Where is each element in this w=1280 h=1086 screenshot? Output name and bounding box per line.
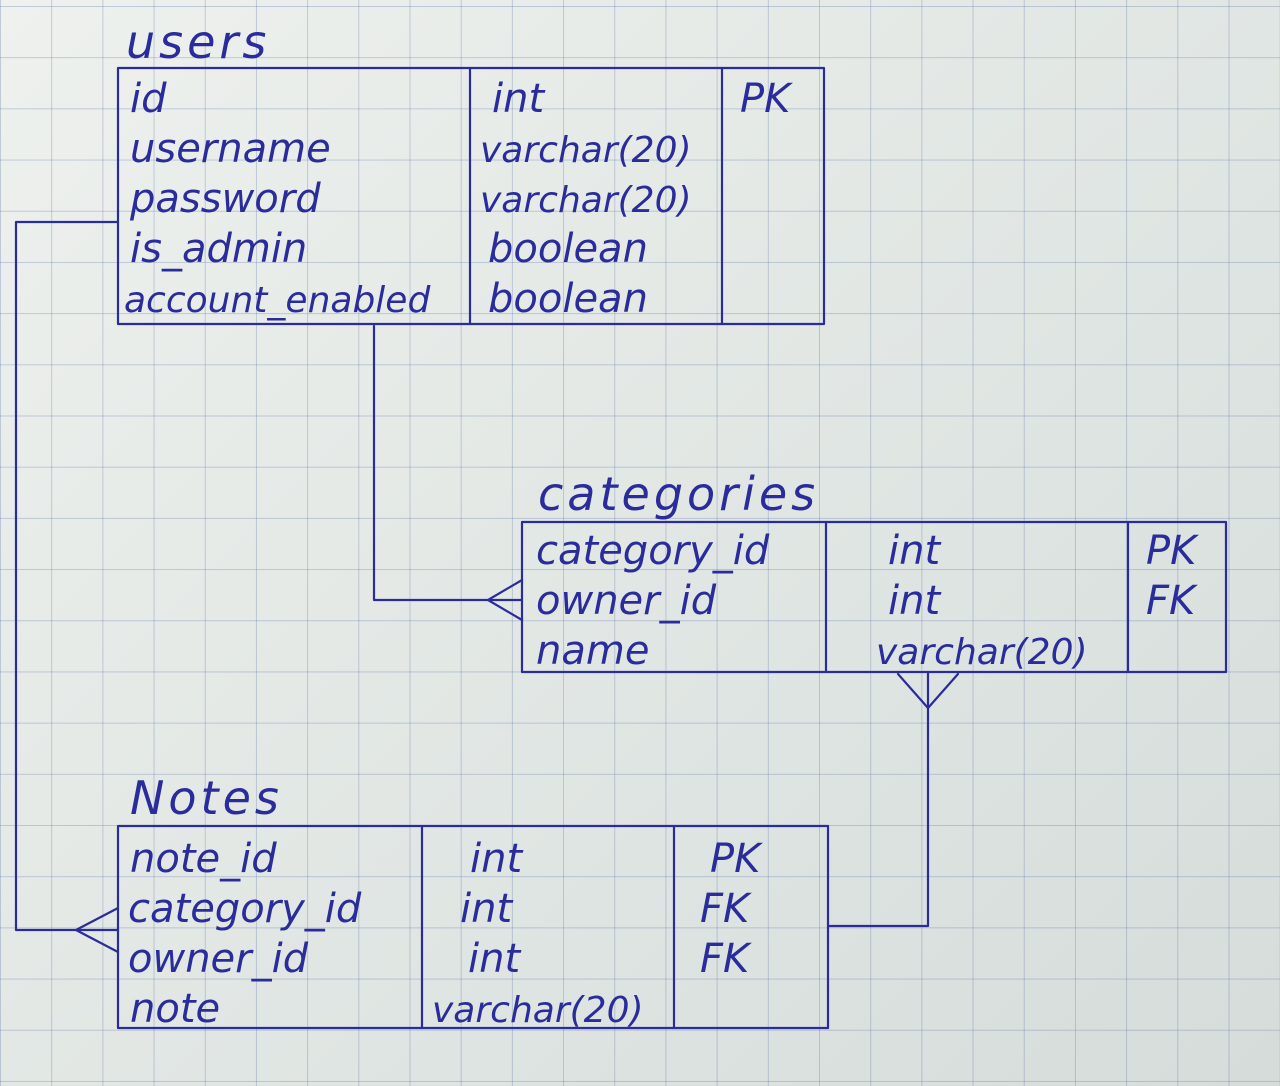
column-name: owner_id xyxy=(128,936,309,982)
column-type: int xyxy=(468,936,521,982)
crows-foot-many xyxy=(486,578,524,622)
column-key: PK xyxy=(710,836,763,882)
column-name: is_admin xyxy=(130,226,307,272)
column-name: owner_id xyxy=(536,578,717,624)
column-type: int xyxy=(470,836,523,882)
column-name: note_id xyxy=(130,836,277,882)
table-notes: Notes note_id category_id owner_id note … xyxy=(116,771,830,1032)
column-type: boolean xyxy=(488,276,648,322)
table-title-notes: Notes xyxy=(130,771,283,825)
column-key: FK xyxy=(1146,578,1198,624)
column-key: FK xyxy=(700,886,752,932)
table-title-users: users xyxy=(126,15,270,69)
column-name: name xyxy=(536,628,649,674)
table-users: users id username password is_admin acco… xyxy=(116,15,826,326)
column-name: category_id xyxy=(128,886,362,932)
column-name: id xyxy=(130,76,167,122)
column-type: int xyxy=(888,578,941,624)
crows-foot-many xyxy=(896,672,960,710)
relationship-users-categories xyxy=(372,324,524,622)
table-title-categories: categories xyxy=(538,467,819,521)
column-type: int xyxy=(888,528,941,574)
column-type: varchar(20) xyxy=(480,130,692,171)
connector-line xyxy=(372,324,524,602)
column-type: int xyxy=(492,76,545,122)
column-name: username xyxy=(130,126,331,172)
column-name: password xyxy=(129,176,321,222)
column-type: varchar(20) xyxy=(432,990,644,1031)
table-categories: categories category_id owner_id name int… xyxy=(520,467,1228,674)
column-key: FK xyxy=(700,936,752,982)
column-name: account_enabled xyxy=(124,280,431,321)
column-key: PK xyxy=(1146,528,1199,574)
column-type: int xyxy=(460,886,513,932)
table-frame-categories xyxy=(520,520,1228,674)
connector-line xyxy=(826,670,930,928)
column-key: PK xyxy=(740,76,793,122)
column-name: note xyxy=(130,986,220,1032)
connector-line xyxy=(14,220,120,932)
relationship-users-notes xyxy=(14,220,120,954)
column-type: boolean xyxy=(488,226,648,272)
column-type: varchar(20) xyxy=(876,632,1088,673)
column-name: category_id xyxy=(536,528,770,574)
relationship-categories-notes xyxy=(826,670,960,928)
column-type: varchar(20) xyxy=(480,180,692,221)
crows-foot-many xyxy=(74,906,120,954)
